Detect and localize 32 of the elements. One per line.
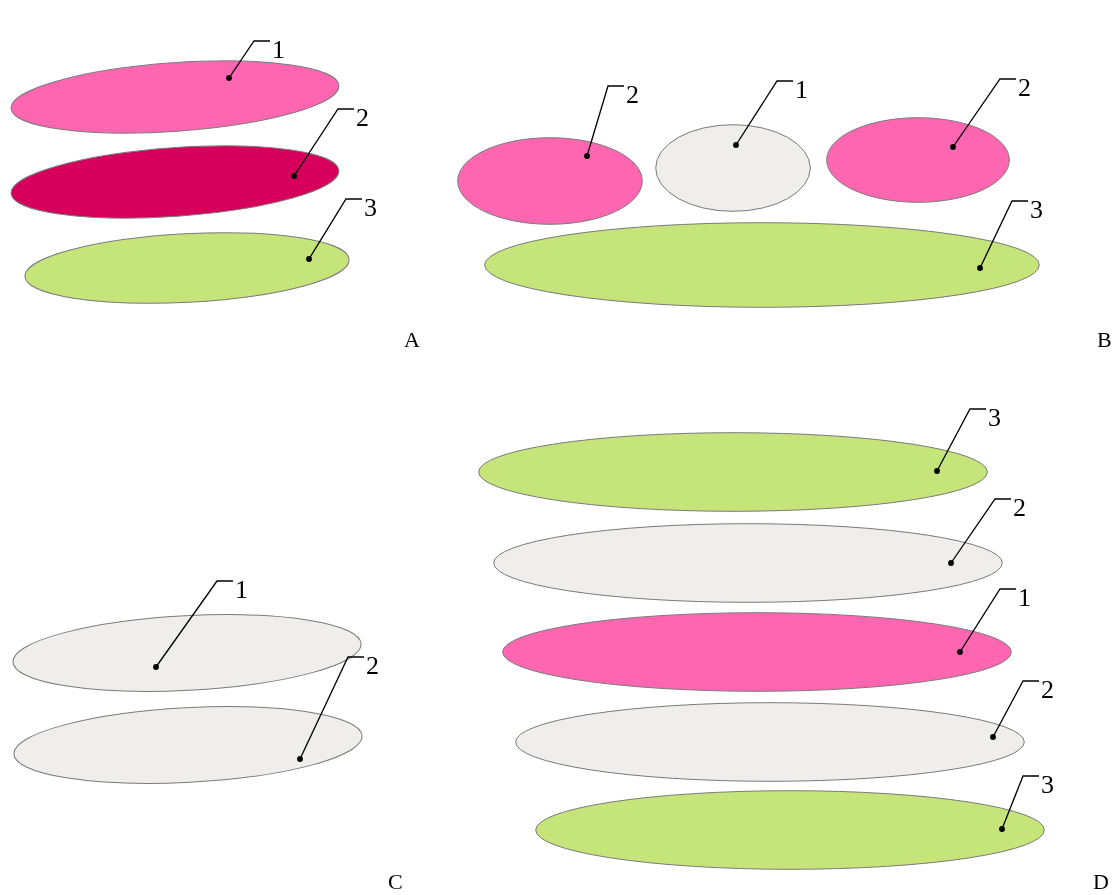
callout-number: 2 (1013, 494, 1026, 522)
panel-letter: B (1097, 326, 1112, 354)
panel-letter: C (388, 868, 403, 895)
leader-line (948, 498, 1012, 566)
leader-line (990, 680, 1040, 740)
callout-number: 2 (626, 81, 639, 109)
leader-line (733, 80, 794, 148)
leader-line (306, 198, 363, 262)
leader-line (584, 85, 625, 159)
leader-line (153, 580, 234, 670)
leader-line (957, 588, 1017, 655)
callout-number: 2 (356, 104, 369, 132)
callout-number: 1 (272, 36, 285, 64)
callout-number: 3 (364, 194, 377, 222)
panel-letter: D (1093, 868, 1109, 895)
callout-number: 3 (1041, 771, 1054, 799)
panel-letter: A (404, 326, 420, 354)
leader-line (950, 78, 1017, 150)
callout-number: 3 (988, 404, 1001, 432)
callout-number: 2 (1041, 676, 1054, 704)
callout-number: 1 (235, 576, 248, 604)
leader-line (226, 40, 271, 81)
callout-number: 2 (366, 652, 379, 680)
leader-line (291, 108, 355, 179)
callout-number: 1 (795, 76, 808, 104)
leader-line (977, 200, 1029, 271)
leader-line (934, 408, 987, 474)
callout-number: 1 (1018, 584, 1031, 612)
callout-number: 2 (1018, 74, 1031, 102)
callout-number: 3 (1030, 196, 1043, 224)
leader-line (999, 775, 1040, 832)
leader-line (297, 656, 365, 762)
